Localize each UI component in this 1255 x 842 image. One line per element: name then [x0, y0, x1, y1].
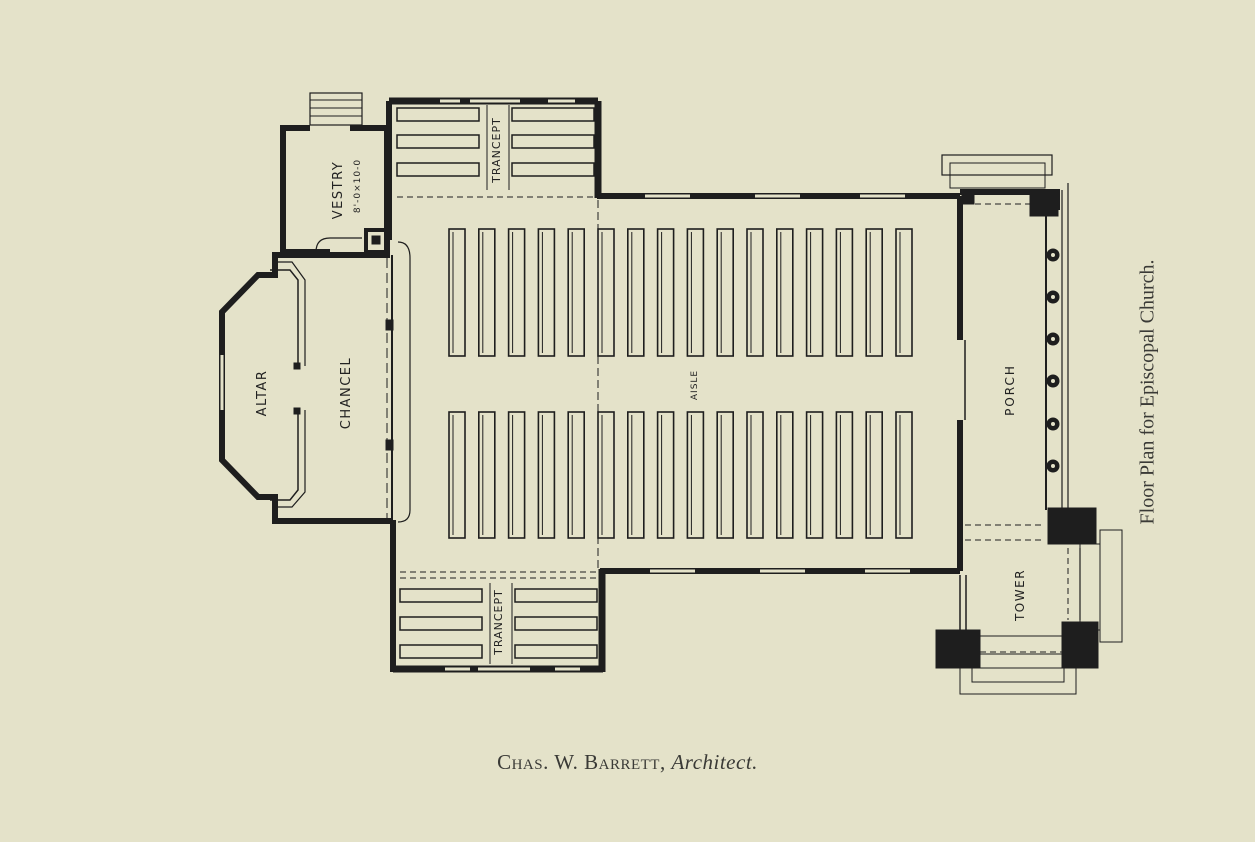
pew	[686, 228, 705, 357]
trancept-bench	[514, 616, 598, 631]
architect-role: Architect.	[671, 750, 758, 774]
pew	[597, 411, 615, 539]
pew	[895, 411, 913, 539]
pew	[895, 228, 913, 357]
pew	[507, 411, 526, 539]
pew	[686, 411, 705, 539]
pew	[865, 411, 884, 539]
trancept-bench	[511, 134, 595, 149]
caption-separator: ,	[659, 750, 672, 774]
nave-walls	[597, 193, 963, 574]
pews	[448, 228, 913, 539]
porch-label: PORCH	[1003, 364, 1017, 416]
pew	[567, 411, 586, 539]
pew	[805, 228, 824, 357]
porch-walls	[941, 154, 1069, 541]
pew	[537, 411, 556, 539]
trancept-bottom-label: TRANCEPT	[492, 589, 505, 656]
pew	[835, 411, 854, 539]
pew	[626, 228, 645, 357]
pew	[805, 411, 824, 539]
pew	[448, 411, 466, 539]
pew	[746, 228, 764, 357]
trancept-bench	[396, 162, 480, 177]
altar-label: ALTAR	[255, 370, 270, 417]
trancept-bench	[511, 162, 595, 177]
architect-caption: Chas. W. Barrett, Architect.	[0, 750, 1255, 775]
pew	[477, 228, 496, 357]
architect-name: Chas. W. Barrett	[497, 750, 660, 774]
vestry-size-label: 8'-0×10-0	[353, 159, 363, 213]
vestry-label: VESTRY	[331, 161, 346, 219]
trancept-bench	[514, 588, 598, 603]
pew	[775, 411, 794, 539]
pew	[656, 228, 675, 357]
chancel-walls	[219, 241, 411, 524]
pew	[716, 411, 735, 539]
pew	[775, 228, 794, 357]
pew	[507, 228, 526, 357]
pew	[656, 411, 675, 539]
trancept-top-label: TRANCEPT	[490, 117, 503, 184]
pew	[537, 228, 556, 357]
trancept-benches	[396, 105, 598, 664]
pew	[835, 228, 854, 357]
trancept-bench	[511, 107, 595, 122]
pew	[716, 228, 735, 357]
pew	[865, 228, 884, 357]
trancept-bench	[399, 616, 483, 631]
trancept-bench	[396, 134, 480, 149]
pew	[477, 411, 496, 539]
aisle-label: AISLE	[690, 370, 700, 400]
trancept-bench	[399, 644, 483, 659]
trancept-bench	[396, 107, 480, 122]
trancept-bench	[399, 588, 483, 603]
pew	[567, 228, 586, 357]
chancel-label: CHANCEL	[339, 357, 354, 430]
plan-title: Floor Plan for Episcopal Church.	[1136, 259, 1159, 525]
tower-walls	[935, 507, 1123, 695]
pew	[626, 411, 645, 539]
pew	[448, 228, 466, 357]
trancept-bench	[514, 644, 598, 659]
pew	[597, 228, 615, 357]
pew	[746, 411, 764, 539]
tower-label: TOWER	[1013, 569, 1027, 622]
trancept-bottom-walls	[390, 520, 606, 673]
